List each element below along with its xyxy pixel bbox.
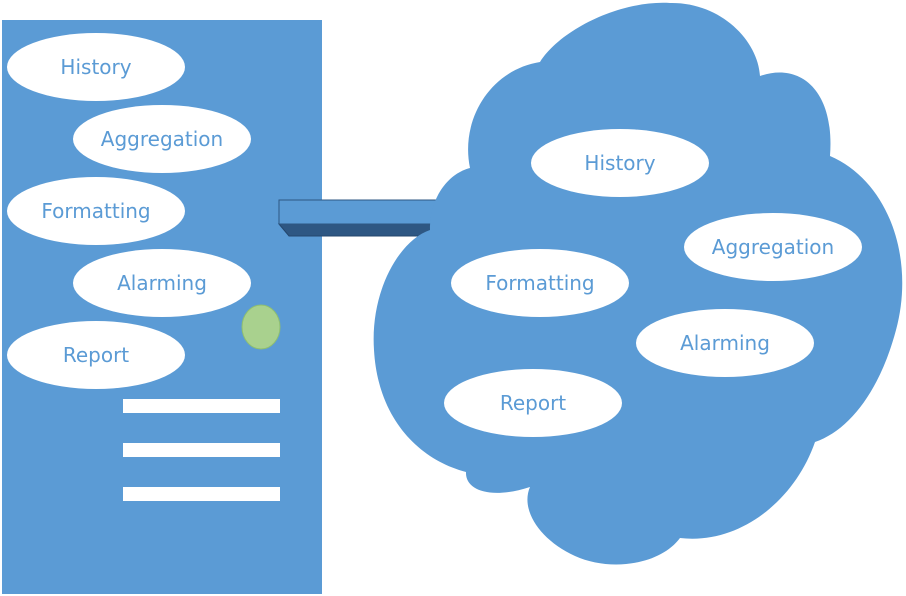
- cloud-pill-report-label: Report: [500, 391, 566, 415]
- cloud-pill-history-label: History: [584, 151, 655, 175]
- left-pill-report-label: Report: [63, 343, 129, 367]
- left-pill-aggregation-label: Aggregation: [101, 127, 223, 151]
- cloud-pill-formatting-label: Formatting: [485, 271, 594, 295]
- left-pill-history: History: [7, 33, 185, 101]
- cloud-pill-formatting: Formatting: [451, 249, 629, 317]
- left-pill-formatting: Formatting: [7, 177, 185, 245]
- cloud-pill-alarming-label: Alarming: [680, 331, 770, 355]
- left-pill-history-label: History: [60, 55, 131, 79]
- text-lines-icon: [123, 399, 280, 501]
- green-circle-icon: [241, 304, 281, 350]
- cloud-pill-alarming: Alarming: [636, 309, 814, 377]
- cloud-pill-aggregation: Aggregation: [684, 213, 862, 281]
- cloud-pill-aggregation-label: Aggregation: [712, 235, 834, 259]
- text-line-bar: [123, 443, 280, 457]
- left-pill-alarming-label: Alarming: [117, 271, 207, 295]
- left-pill-report: Report: [7, 321, 185, 389]
- left-pill-aggregation: Aggregation: [73, 105, 251, 173]
- left-pill-alarming: Alarming: [73, 249, 251, 317]
- left-pill-formatting-label: Formatting: [41, 199, 150, 223]
- cloud-pill-report: Report: [444, 369, 622, 437]
- text-line-bar: [123, 399, 280, 413]
- cloud-pill-history: History: [531, 129, 709, 197]
- text-line-bar: [123, 487, 280, 501]
